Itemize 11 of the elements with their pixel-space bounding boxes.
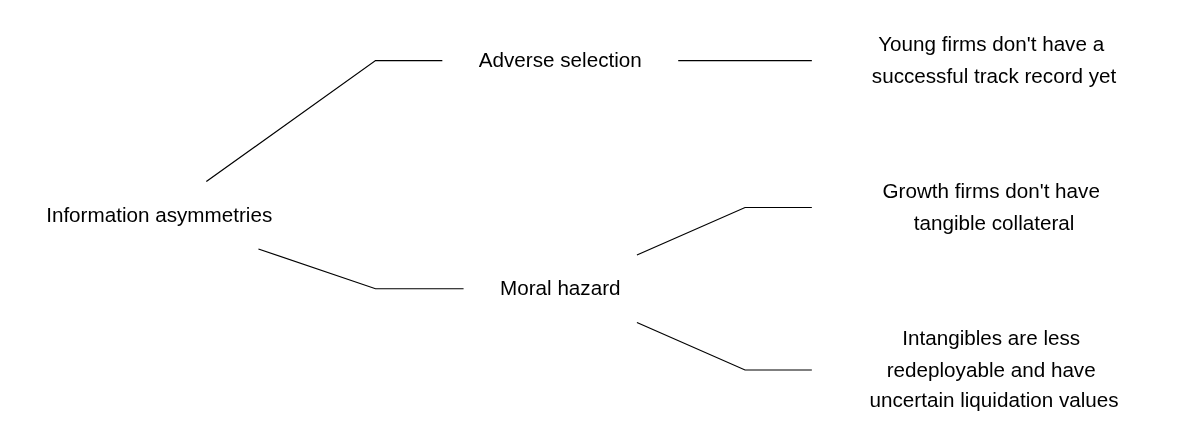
connector — [257, 248, 465, 290]
connector — [677, 59, 813, 62]
connector — [205, 59, 443, 183]
node-text: Information asymmetries — [46, 203, 273, 227]
node-text: Adverse selection — [478, 48, 642, 72]
node-text: Moral hazard — [500, 276, 621, 300]
node-text: Intangibles are less redeployable and have uncertain liquidation values — [869, 327, 1119, 413]
connector — [636, 321, 813, 371]
connector — [636, 206, 813, 256]
node-text: Growth firms don't have tangible collateral — [882, 180, 1100, 235]
node-text: Young firms don't have a successful track record yet — [871, 33, 1117, 88]
